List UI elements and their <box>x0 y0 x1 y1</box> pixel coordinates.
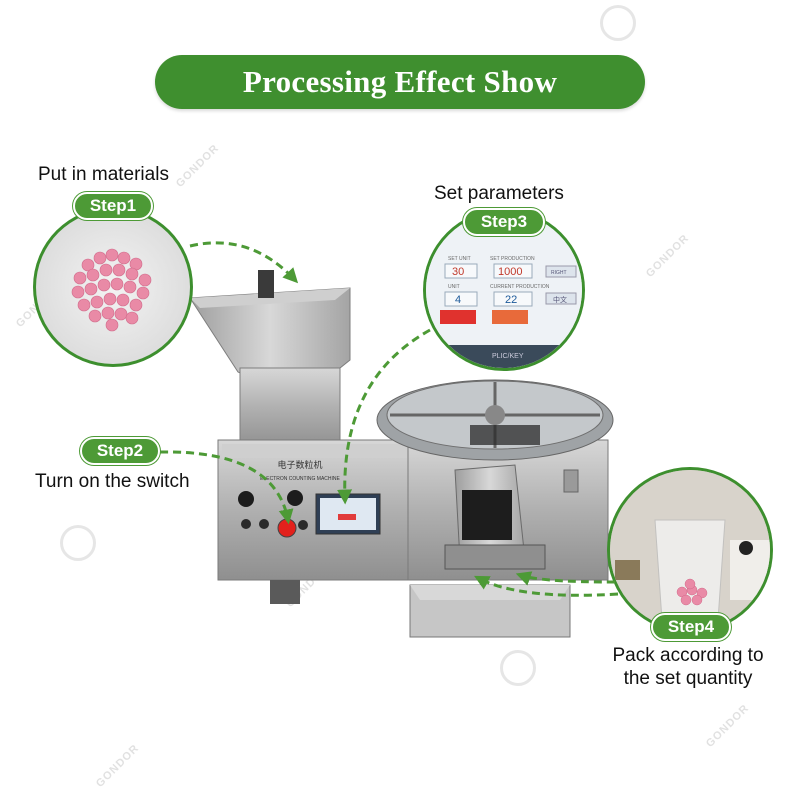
panel-value-unit: 4 <box>455 294 461 306</box>
main-cabinet: 电子数粒机 ELECTRON COUNTING MACHINE <box>217 439 413 604</box>
step4-caption-line1: Pack according to <box>612 645 764 666</box>
arrow-step3-icon <box>337 328 431 505</box>
rotary-disc <box>376 379 614 581</box>
step2-caption: Turn on the switch <box>35 471 190 492</box>
panel-button-right: RIGHT <box>551 270 567 276</box>
step1-caption: Put in materials <box>38 164 169 185</box>
arrow-step4b-icon <box>474 575 619 597</box>
panel-label-unit: UNIT <box>448 284 460 290</box>
panel-value-set-production: 1000 <box>498 266 522 278</box>
step3-badge: Step3 <box>463 208 545 236</box>
step3-image: PLIC/KEY SET UNIT SET PRODUCTION 30 1000… <box>423 209 585 371</box>
panel-label-set-unit: SET UNIT <box>448 256 471 262</box>
step4-image <box>607 467 773 633</box>
step-arrows <box>159 241 619 597</box>
step4-badge: Step4 <box>651 613 731 641</box>
panel-button-language: 中文 <box>553 295 567 304</box>
step4-caption: Pack according to the set quantity <box>590 644 786 690</box>
discharge-chute <box>409 464 571 638</box>
panel-label-set-production: SET PRODUCTION <box>490 256 535 262</box>
machine-label-en: ELECTRON COUNTING MACHINE <box>260 476 340 482</box>
power-button-icon <box>277 518 297 538</box>
step1-image <box>33 207 193 367</box>
arrow-step1-icon <box>189 241 299 284</box>
step2-badge: Step2 <box>80 437 160 465</box>
machine-label-cn: 电子数粒机 <box>277 459 322 470</box>
page-title: Processing Effect Show <box>242 64 558 99</box>
hopper <box>189 270 351 449</box>
step1-badge: Step1 <box>73 192 153 220</box>
watermark-logo-icon <box>600 5 636 41</box>
watermark-logo-icon <box>500 650 536 686</box>
arrow-step2-icon <box>159 450 294 525</box>
panel-brand: PLIC/KEY <box>492 353 524 360</box>
step3-caption: Set parameters <box>434 183 564 204</box>
title-banner: Processing Effect Show <box>155 55 645 109</box>
panel-value-current-production: 22 <box>505 294 517 306</box>
panel-label-current-production: CURRENT PRODUCTION <box>490 284 550 290</box>
watermark-logo-icon <box>60 525 96 561</box>
arrow-step4a-icon <box>515 571 616 586</box>
panel-value-set-unit: 30 <box>452 266 464 278</box>
step4-caption-line2: the set quantity <box>623 668 753 689</box>
